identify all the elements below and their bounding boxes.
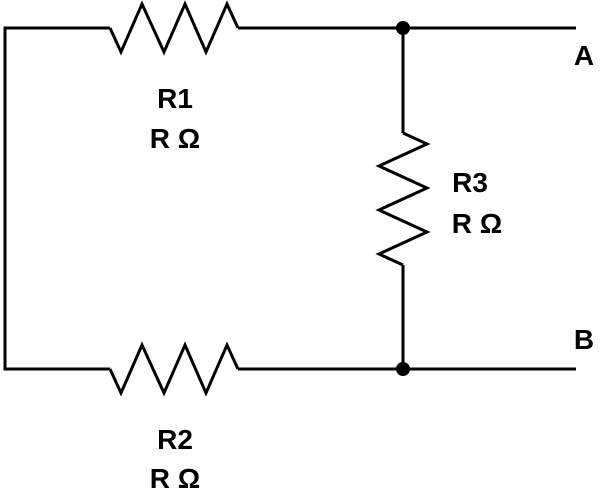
resistor-r1 — [108, 0, 240, 56]
r3-name-label: R3 — [452, 167, 488, 198]
r1-name-label: R1 — [157, 83, 193, 114]
r2-value-label: R Ω — [150, 463, 200, 494]
r1-value-label: R Ω — [150, 123, 200, 154]
resistor-r3 — [375, 131, 431, 267]
r2-name-label: R2 — [157, 424, 193, 455]
resistor-r2 — [108, 341, 240, 397]
r3-value-label: R Ω — [452, 208, 502, 239]
junction-node-top — [396, 21, 410, 35]
terminal-b-label: B — [574, 324, 594, 355]
terminal-a-label: A — [574, 40, 594, 71]
junction-node-bottom — [396, 362, 410, 376]
